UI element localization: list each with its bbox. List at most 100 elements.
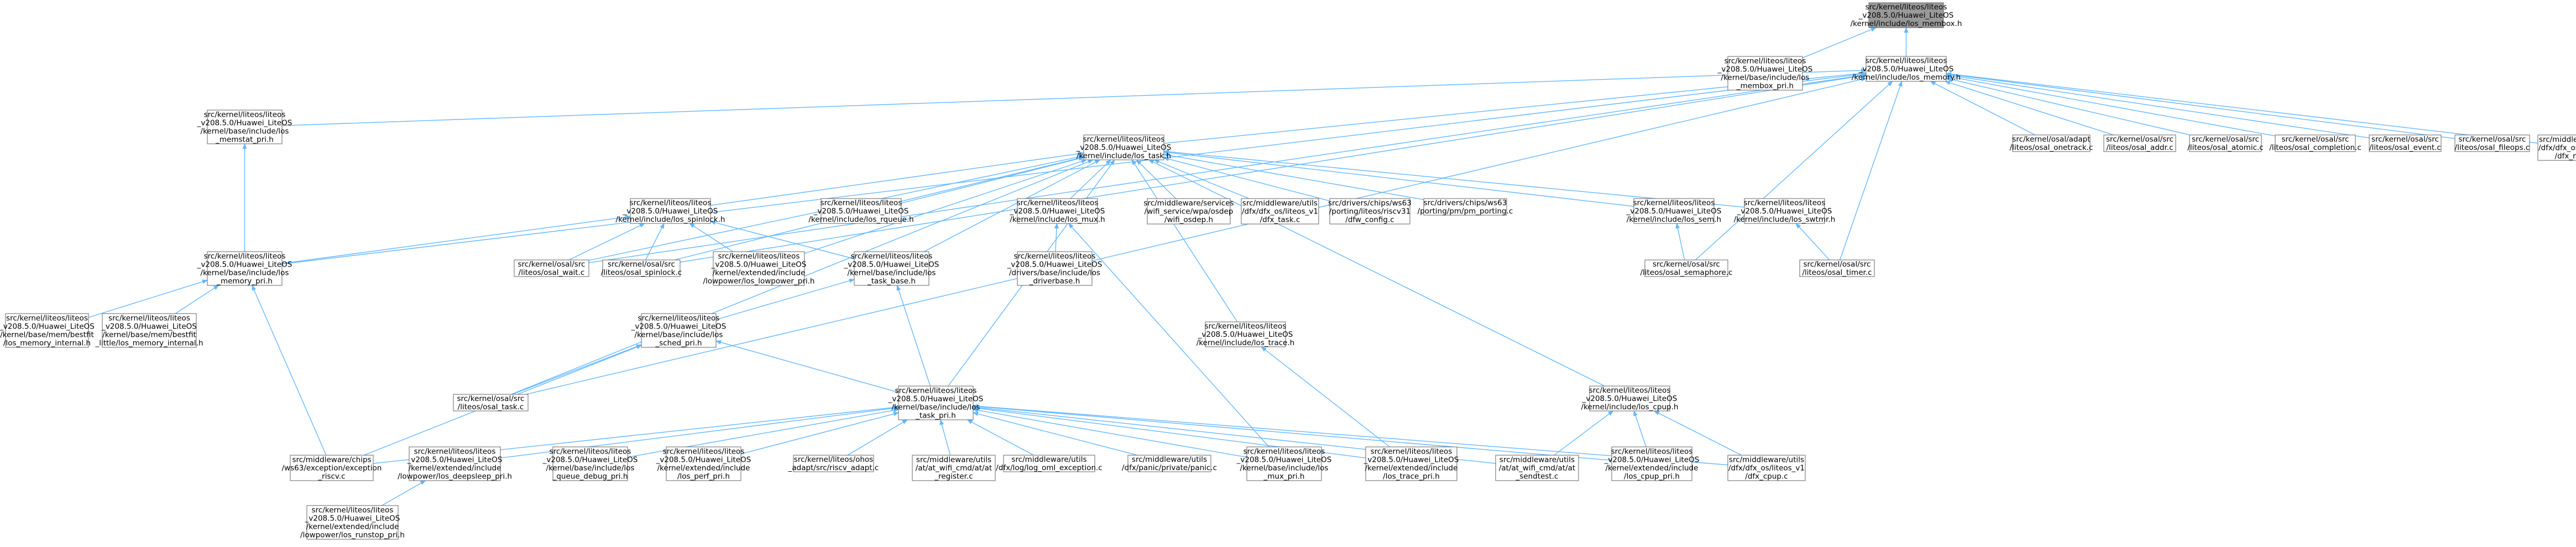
node-osal_spinlock[interactable]: src/kernel/osal/src/liteos/osal_spinlock…	[601, 259, 682, 277]
edge-task_base-to-task_h	[923, 159, 1101, 252]
node-label-line: /kernel/base/include/los	[546, 464, 635, 473]
node-osal_wait[interactable]: src/kernel/osal/src/liteos/osal_wait.c	[514, 259, 589, 277]
node-osal_timer[interactable]: src/kernel/osal/src/liteos/osal_timer.c	[1799, 259, 1875, 277]
node-fileops[interactable]: src/kernel/osal/src/liteos/osal_fileops.…	[2454, 134, 2530, 152]
node-trace_h[interactable]: src/kernel/liteos/liteos_v208.5.0/Huawei…	[1196, 321, 1295, 347]
node-trace_pri[interactable]: src/kernel/liteos/liteos_v208.5.0/Huawei…	[1363, 446, 1459, 481]
edge-task_pri-to-sched_pri	[715, 340, 899, 393]
edge-at_register-to-task_pri	[939, 419, 951, 456]
edge-osal_timer-to-swtmr_h	[1795, 223, 1830, 261]
node-oml_exception[interactable]: src/middleware/utils/dfx/log/log_oml_exc…	[996, 455, 1102, 472]
edge-pm_porting-to-task_h	[1163, 153, 1424, 200]
node-at_sendtest[interactable]: src/middleware/utils/at/at_wifi_cmd/at/a…	[1495, 455, 1579, 481]
node-label-line: /kernel/extended/include	[409, 464, 501, 473]
node-spinlock_h[interactable]: src/kernel/liteos/liteos_v208.5.0/Huawei…	[616, 198, 725, 224]
node-label-line: src/kernel/liteos/liteos	[1725, 57, 1806, 66]
node-task_pri[interactable]: src/kernel/liteos/liteos_v208.5.0/Huawei…	[888, 385, 984, 420]
node-box	[102, 313, 197, 348]
edges-layer	[88, 27, 2538, 506]
node-mux_h[interactable]: src/kernel/liteos/liteos_v208.5.0/Huawei…	[1010, 198, 1105, 224]
node-swtmr_h[interactable]: src/kernel/liteos/liteos_v208.5.0/Huawei…	[1734, 198, 1836, 224]
node-panic[interactable]: src/middleware/utils/dfx/panic/private/p…	[1122, 455, 1217, 472]
node-dfx_task[interactable]: src/middleware/utils/dfx/dfx_os/liteos_v…	[1241, 198, 1319, 225]
node-bestfit_mem[interactable]: src/kernel/liteos/liteos_v208.5.0/Huawei…	[0, 313, 95, 348]
node-bestfit_little[interactable]: src/kernel/liteos/liteos_v208.5.0/Huawei…	[95, 313, 203, 348]
edge-bestfit_mem-to-memory_pri	[88, 279, 208, 318]
node-deepsleep_pri[interactable]: src/kernel/liteos/liteos_v208.5.0/Huawei…	[398, 446, 512, 481]
node-membox[interactable]: src/kernel/liteos/liteos_v208.5.0/Huawei…	[1851, 2, 1962, 28]
node-label-line: src/middleware/utils	[1242, 199, 1318, 208]
node-label-line: src/kernel/liteos/liteos	[663, 447, 745, 456]
node-riscv_adapt[interactable]: src/kernel/liteos/ohos_adapt/src/riscv_a…	[788, 455, 879, 472]
node-task_base[interactable]: src/kernel/liteos/liteos_v208.5.0/Huawei…	[844, 251, 939, 286]
node-atomic[interactable]: src/kernel/osal/src/liteos/osal_atomic.c	[2187, 134, 2264, 152]
node-queue_debug[interactable]: src/kernel/liteos/liteos_v208.5.0/Huawei…	[542, 446, 638, 481]
node-label-line: /kernel/base/include/los	[892, 403, 980, 412]
node-cpup_pri[interactable]: src/kernel/liteos/liteos_v208.5.0/Huawei…	[1604, 446, 1700, 481]
node-label-line: /liteos/osal_onetrack.c	[2010, 143, 2093, 152]
node-box	[1495, 455, 1579, 481]
node-task_h[interactable]: src/kernel/liteos/liteos_v208.5.0/Huawei…	[1076, 134, 1172, 160]
node-label-line: _v208.5.0/Huawei_LiteOS	[1737, 207, 1832, 216]
edge-dfx_mem-to-memory_h	[1946, 72, 2538, 144]
node-memory_h[interactable]: src/kernel/liteos/liteos_v208.5.0/Huawei…	[1852, 56, 1961, 82]
node-membox_pri[interactable]: src/kernel/liteos/liteos_v208.5.0/Huawei…	[1717, 56, 1813, 91]
node-label-line: /liteos/osal_task.c	[458, 403, 524, 411]
node-exception_riscv[interactable]: src/middleware/chips/ws63/exception/exce…	[282, 455, 382, 481]
node-cpup_h[interactable]: src/kernel/liteos/liteos_v208.5.0/Huawei…	[1581, 385, 1679, 411]
node-driverbase[interactable]: src/kernel/liteos/liteos_v208.5.0/Huawei…	[1007, 251, 1102, 286]
node-label-line: src/kernel/osal/src	[2282, 135, 2349, 144]
node-sched_pri[interactable]: src/kernel/liteos/liteos_v208.5.0/Huawei…	[631, 313, 727, 348]
node-label-line: _v208.5.0/Huawei_LiteOS	[1198, 330, 1293, 339]
node-label-line: _task_base.h	[867, 277, 916, 286]
node-memory_pri[interactable]: src/kernel/liteos/liteos_v208.5.0/Huawei…	[197, 251, 292, 286]
node-event[interactable]: src/kernel/osal/src/liteos/osal_event.c	[2369, 134, 2442, 152]
node-perf_pri[interactable]: src/kernel/liteos/liteos_v208.5.0/Huawei…	[656, 446, 751, 481]
node-box	[898, 385, 974, 420]
node-lowpower_pri[interactable]: src/kernel/liteos/liteos_v208.5.0/Huawei…	[703, 251, 815, 286]
node-mux_pri[interactable]: src/kernel/liteos/liteos_v208.5.0/Huawei…	[1236, 446, 1332, 481]
edge-cpup_pri-to-task_pri	[973, 404, 1612, 461]
node-label-line: /dfx/dfx_os/liteos_v1	[1242, 207, 1318, 216]
node-memstat_pri[interactable]: src/kernel/liteos/liteos_v208.5.0/Huawei…	[197, 110, 292, 144]
node-label-line: src/kernel/liteos/liteos	[638, 314, 720, 323]
node-label-line: /dfx/dfx_os/liteos_v1	[2538, 144, 2576, 153]
node-label-line: /kernel/base/include/los	[1240, 464, 1329, 473]
node-dfw_config[interactable]: src/drivers/chips/ws63/porting/liteos/ri…	[1328, 198, 1412, 225]
node-osdep[interactable]: src/middleware/services/wifi_service/wpa…	[1143, 198, 1234, 225]
node-box	[5, 313, 89, 348]
node-dfx_cpup[interactable]: src/middleware/utils/dfx/dfx_os/liteos_v…	[1727, 455, 1806, 481]
node-box	[2103, 134, 2176, 152]
node-completion[interactable]: src/kernel/osal/src/liteos/osal_completi…	[2269, 134, 2361, 152]
edge-osal_timer-to-memory_h	[1840, 81, 1903, 261]
node-label-line: src/middleware/utils	[2539, 136, 2576, 144]
node-box	[1727, 455, 1806, 481]
node-osal_semaphore[interactable]: src/kernel/osal/src/liteos/osal_semaphor…	[1640, 259, 1733, 277]
node-label-line: /kernel/include/los_swtmr.h	[1734, 215, 1836, 224]
node-label-line: /porting/pm/pm_porting.c	[1418, 207, 1513, 216]
node-label-line: src/middleware/utils	[1499, 456, 1575, 465]
node-dfx_mem[interactable]: src/middleware/utils/dfx/dfx_os/liteos_v…	[2537, 134, 2576, 161]
node-runstop_pri[interactable]: src/kernel/liteos/liteos_v208.5.0/Huawei…	[300, 505, 405, 540]
edge-at_sendtest-to-cpup_h	[1554, 410, 1614, 456]
node-label-line: _v208.5.0/Huawei_LiteOS	[711, 261, 807, 269]
node-sem_h[interactable]: src/kernel/liteos/liteos_v208.5.0/Huawei…	[1626, 198, 1722, 224]
edge-mux_h-to-task_h	[1070, 159, 1111, 199]
edge-memory_pri-to-spinlock_h	[281, 215, 631, 264]
node-label-line: /dfw_config.c	[1345, 216, 1394, 225]
node-box	[1423, 198, 1507, 216]
node-at_register[interactable]: src/middleware/utils/at/at_wifi_cmd/at/a…	[912, 455, 996, 481]
node-rqueue[interactable]: src/kernel/liteos/liteos_v208.5.0/Huawei…	[808, 198, 914, 224]
edge-memstat_pri-to-memory_h	[281, 68, 1867, 126]
node-label-line: src/kernel/liteos/liteos	[1866, 3, 1947, 12]
edge-spinlock_h-to-task_h	[710, 151, 1084, 206]
node-box	[1127, 455, 1211, 472]
edge-cpup_pri-to-cpup_h	[1633, 410, 1647, 447]
edge-panic-to-task_pri	[973, 411, 1138, 456]
node-label-line: /kernel/include/los_task.h	[1077, 152, 1171, 160]
node-addr[interactable]: src/kernel/osal/src/liteos/osal_addr.c	[2103, 134, 2176, 152]
node-onetrack[interactable]: src/kernel/osal/adapt/liteos/osal_onetra…	[2010, 134, 2093, 152]
node-box	[1147, 198, 1231, 225]
node-osal_task[interactable]: src/kernel/osal/src/liteos/osal_task.c	[453, 394, 529, 411]
node-pm_porting[interactable]: src/drivers/chips/ws63/porting/pm/pm_por…	[1418, 198, 1513, 216]
